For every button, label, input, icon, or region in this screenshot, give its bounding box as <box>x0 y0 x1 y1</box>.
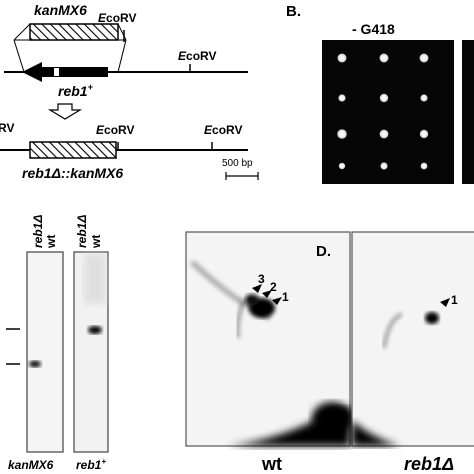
band-reb1-wt <box>88 326 102 334</box>
colony-spot <box>420 94 428 102</box>
ecorv-label-right: EcoRV <box>178 49 216 63</box>
plate-second-edge <box>462 40 474 184</box>
blot-kanmx6 <box>26 251 64 453</box>
arrowhead-3-icon <box>252 284 262 293</box>
gel-label-wt: wt <box>261 454 282 474</box>
crossover-line <box>117 23 127 41</box>
blot2-lane-wt: wt <box>89 235 103 249</box>
bubble-spot-reb1-delta <box>425 312 439 324</box>
probe-label-kanmx6: kanMX6 <box>8 458 54 472</box>
colony-spot <box>419 53 429 63</box>
arrowhead-1-icon <box>272 297 282 305</box>
arrow-label-2: 2 <box>270 280 277 294</box>
blot1-lane-wt: wt <box>44 235 58 249</box>
ecorv-label-top: EcoRV <box>98 11 136 25</box>
y-arc-reb1-delta <box>382 312 403 349</box>
colony-spot <box>338 162 346 170</box>
panel-d-2d-gels: 3 2 1 D. 1 wt reb1Δ <box>185 231 474 474</box>
reb1-gene-label: reb1+ <box>58 82 94 99</box>
colony-spot <box>379 93 389 103</box>
colony-spot <box>338 94 346 102</box>
gel-reb1-delta <box>351 231 474 447</box>
crossover-line <box>13 23 31 41</box>
arrowhead-2-icon <box>262 290 272 298</box>
arrow-label-3: 3 <box>258 272 265 286</box>
blot2-background-smudge <box>84 254 106 304</box>
ecorv-label-mid: EcoRV <box>96 123 134 137</box>
panel-c-southern-blots: reb1Δ wt reb1Δ wt kanMX6 reb1+ <box>6 215 109 472</box>
colony-spot <box>337 53 347 63</box>
colony-spot <box>379 129 389 139</box>
colony-spot <box>337 129 347 139</box>
plate-minus-g418 <box>322 40 454 184</box>
arrow-label-mutant-1: 1 <box>451 293 458 307</box>
arrowhead-mutant-1-icon <box>440 298 450 307</box>
kanmx6-cassette-integrated <box>29 141 117 159</box>
kanmx6-cassette-top <box>29 23 119 41</box>
crossover-line <box>117 39 127 73</box>
panel-b-letter: B. <box>286 3 301 20</box>
probe-label-reb1: reb1+ <box>76 457 106 472</box>
panel-b-spot-assay: B. - G418 <box>286 3 474 184</box>
scale-bar-label: 500 bp <box>222 158 253 169</box>
linear-arc-wt <box>228 408 350 446</box>
ecorv-label-left-cut: RV <box>0 121 14 135</box>
deletion-allele-label: reb1Δ::kanMX6 <box>22 165 123 181</box>
panel-a-construct-map: kanMX6 EcoRV EcoRV reb1+ RV EcoRV EcoRV … <box>0 2 259 181</box>
reb1-orf-bar <box>40 67 108 77</box>
reb1-orf-arrowhead <box>22 62 42 82</box>
blot2-lane-reb1-delta: reb1Δ <box>75 215 89 248</box>
tetrad-colonies <box>337 53 429 170</box>
blot1-lane-reb1-delta: reb1Δ <box>31 215 45 248</box>
arrow-label-1: 1 <box>282 290 289 304</box>
recombination-arrow-icon <box>47 103 83 120</box>
panel-d-letter: D. <box>316 243 331 260</box>
colony-spot <box>379 53 389 63</box>
y-arc-wt <box>235 299 246 339</box>
colony-spot <box>420 162 428 170</box>
reb1-intron <box>54 68 59 76</box>
linear-arc-reb1-delta <box>352 420 400 446</box>
ecorv-label-right2: EcoRV <box>204 123 242 137</box>
colony-spot <box>380 162 388 170</box>
kanmx6-label: kanMX6 <box>34 2 87 18</box>
gel-label-reb1-delta: reb1Δ <box>404 454 454 474</box>
band-kanmx6-reb1-delta <box>29 360 41 368</box>
condition-label: - G418 <box>352 21 395 37</box>
crossover-line <box>13 39 25 73</box>
colony-spot <box>419 129 429 139</box>
